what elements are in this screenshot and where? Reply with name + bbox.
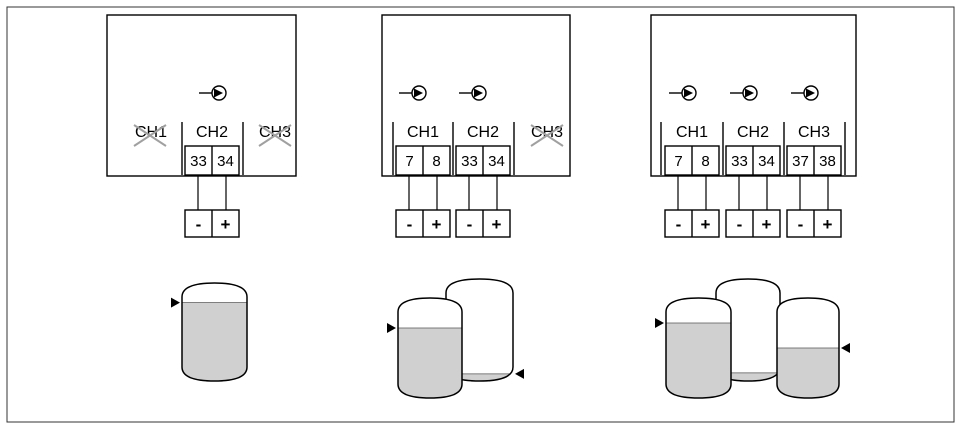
output-arrow-icon <box>669 85 697 101</box>
terminal-label: 33 <box>190 153 207 170</box>
tank <box>171 282 248 382</box>
terminal-label: 33 <box>461 153 478 170</box>
plus-sign: + <box>762 215 772 234</box>
tank <box>655 297 732 399</box>
channel-crossed-mark <box>133 124 167 147</box>
tanks-layer <box>171 278 850 399</box>
minus-sign: - <box>407 215 413 234</box>
plus-sign: + <box>492 215 502 234</box>
tank <box>387 297 463 399</box>
tank-outline <box>665 297 732 399</box>
output-arrow-icon <box>399 85 427 101</box>
channel-label-ch1: CH1 <box>135 124 167 141</box>
minus-sign: - <box>196 215 202 234</box>
tank-body <box>716 279 780 381</box>
terminal-label: 34 <box>217 153 234 170</box>
level-marker-icon <box>655 318 664 328</box>
liquid-fill <box>666 323 731 398</box>
output-arrow-icon <box>791 85 819 101</box>
output-arrow-icon <box>459 85 487 101</box>
level-marker-icon <box>841 343 850 353</box>
panel-single-channel: CH1 CH2 CH3 33 34 - + <box>106 14 297 238</box>
channel-label-ch2: CH2 <box>467 124 499 141</box>
channel-label-ch2: CH2 <box>196 124 228 141</box>
terminal-label: 7 <box>405 153 413 170</box>
tank <box>776 297 850 399</box>
channel-label-ch1: CH1 <box>407 124 439 141</box>
minus-sign: - <box>798 215 804 234</box>
level-marker-icon <box>387 323 396 333</box>
output-arrow-icon <box>199 85 227 101</box>
channel-crossed-mark <box>530 124 564 147</box>
output-arrow-icon <box>730 85 758 101</box>
terminal-label: 7 <box>674 153 682 170</box>
minus-sign: - <box>737 215 743 234</box>
terminal-label: 34 <box>488 153 505 170</box>
panel-two-channel: CH1 CH2 CH3 7 8 33 34 - + - + <box>381 14 571 238</box>
terminal-label: 33 <box>731 153 748 170</box>
minus-sign: - <box>676 215 682 234</box>
channel-label-ch2: CH2 <box>737 124 769 141</box>
liquid-fill <box>446 373 513 381</box>
channel-label-ch3: CH3 <box>259 124 291 141</box>
plus-sign: + <box>701 215 711 234</box>
terminal-label: 34 <box>758 153 775 170</box>
liquid-fill <box>182 302 247 381</box>
plus-sign: + <box>221 215 231 234</box>
channel-label-ch3: CH3 <box>798 124 830 141</box>
level-marker-icon <box>171 297 180 308</box>
terminal-label: 8 <box>432 153 440 170</box>
channel-label-ch3: CH3 <box>531 124 563 141</box>
liquid-fill <box>398 328 462 398</box>
level-marker-icon <box>515 368 524 379</box>
tank-outline <box>181 282 248 382</box>
liquid-fill <box>777 348 839 398</box>
tank-outline <box>397 297 463 399</box>
terminal-label: 8 <box>701 153 709 170</box>
plus-sign: + <box>823 215 833 234</box>
terminal-label: 37 <box>792 153 809 170</box>
liquid-fill <box>716 372 780 381</box>
panel-three-channel: CH1 CH2 CH3 7 8 33 34 37 38 - + - + - + <box>650 14 857 238</box>
figure-frame <box>6 6 955 423</box>
plus-sign: + <box>432 215 442 234</box>
terminal-label: 38 <box>819 153 836 170</box>
minus-sign: - <box>467 215 473 234</box>
channel-label-ch1: CH1 <box>676 124 708 141</box>
channel-crossed-mark <box>258 124 292 147</box>
tank-outline <box>776 297 840 399</box>
